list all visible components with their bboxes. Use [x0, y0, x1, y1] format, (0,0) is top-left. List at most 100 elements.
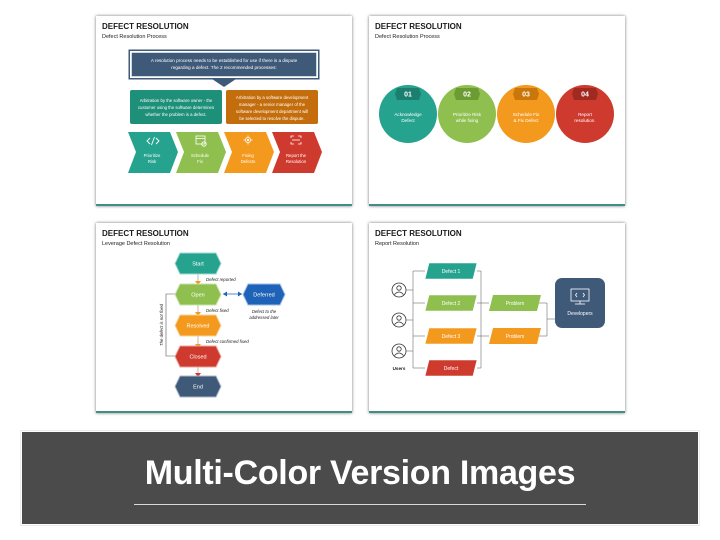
- node-label: Resolved: [187, 324, 210, 330]
- chevron-schedule-fix: [176, 132, 226, 173]
- slide-footer-bar: [96, 204, 352, 206]
- step-number-tab-2: [454, 88, 480, 100]
- users-label: Users: [393, 366, 406, 371]
- node-label: End: [193, 385, 203, 391]
- manager-line-4: be selected to resolve the dispute.: [239, 116, 304, 121]
- owner-line-1: Arbitration by the software owner - the: [140, 98, 213, 103]
- defect-1-box: [424, 262, 478, 280]
- slide-title: DEFECT RESOLUTION: [102, 22, 189, 31]
- node-label: Start: [192, 262, 204, 268]
- owner-line-3: whether the problem is a defect.: [145, 112, 206, 117]
- step-label: Defects: [241, 159, 256, 164]
- node-resolved: [174, 314, 222, 337]
- user-icon: [391, 343, 407, 359]
- step-number-tab-3: [513, 88, 539, 100]
- annotation: Defect confirmed fixed: [206, 339, 249, 344]
- slide-title: DEFECT RESOLUTION: [375, 22, 462, 31]
- slide-footer-bar: [369, 204, 625, 206]
- node-closed: [174, 345, 222, 368]
- slide-subtitle: Defect Resolution Process: [102, 34, 167, 40]
- defect-4-box: [424, 359, 478, 377]
- monitor-code-icon: [570, 288, 590, 305]
- step-label: Resolution: [286, 159, 307, 164]
- intro-callout-box: [130, 51, 318, 78]
- step-number: 04: [581, 92, 589, 99]
- slide-thumbnail-4[interactable]: DEFECT RESOLUTION Report Resolution User…: [369, 223, 625, 413]
- code-icon: [146, 136, 160, 146]
- slide-subtitle: Leverage Defect Resolution: [102, 241, 170, 247]
- annotation: Defect reported: [206, 277, 236, 282]
- step-number: 02: [463, 92, 471, 99]
- problem-label: Problem: [506, 301, 525, 307]
- version-banner: Multi-Color Version Images: [22, 432, 698, 524]
- callout-line-1: A resolution process needs to be establi…: [151, 58, 298, 63]
- callout-arrow: [212, 79, 236, 87]
- flow-arrow: [195, 373, 201, 377]
- step-label: Risk: [148, 159, 157, 164]
- step-text: Report: [578, 112, 593, 117]
- node-label: Deferred: [253, 293, 274, 299]
- step-number: 03: [522, 92, 530, 99]
- chevron-fixing-defects: [224, 132, 274, 173]
- problem-box-2: [489, 328, 541, 344]
- problem-box-1: [489, 295, 541, 311]
- defect-label: Defect 2: [442, 301, 461, 307]
- step-label: Fixing: [242, 153, 254, 158]
- step-text: resolution.: [574, 118, 595, 123]
- step-circle-3: [497, 85, 555, 143]
- node-label: Closed: [189, 355, 206, 361]
- deferred-note: Defect to the: [252, 309, 277, 314]
- flow-arrow: [195, 312, 201, 316]
- reopen-loop: [165, 293, 176, 357]
- slide-footer-bar: [96, 411, 352, 413]
- flow-arrow: [195, 281, 201, 285]
- slide-footer-bar: [369, 411, 625, 413]
- step-label: Fix: [197, 159, 204, 164]
- problem-label: Problem: [506, 334, 525, 340]
- defect-label: Defect: [444, 366, 459, 372]
- slide-thumbnail-1[interactable]: DEFECT RESOLUTION Defect Resolution Proc…: [96, 16, 352, 206]
- step-number-tab-4: [572, 88, 598, 100]
- chevron-report-resolution: [272, 132, 322, 173]
- state-flow-diagram: Start Open Resolved Closed End Deferred …: [159, 252, 286, 398]
- developers-label: Developers: [567, 311, 593, 317]
- step-text: Schedule Fix: [513, 112, 540, 117]
- step-circle-4: [556, 85, 614, 143]
- step-text: & Fix Defect: [513, 118, 539, 123]
- side-note: The defect is not fixed: [159, 303, 164, 346]
- step-circle-1: [379, 85, 437, 143]
- defect-3-box: [424, 327, 478, 345]
- node-label: Open: [191, 293, 204, 299]
- calendar-icon: [195, 135, 207, 147]
- slide-subtitle: Report Resolution: [375, 241, 420, 247]
- step-text: Defect: [401, 118, 415, 123]
- node-end: [174, 375, 222, 398]
- step-label: Prioritize: [144, 153, 161, 158]
- manager-line-3: software development department will: [236, 109, 308, 114]
- step-text: while fixing: [456, 118, 479, 123]
- slide-thumbnail-3[interactable]: DEFECT RESOLUTION Leverage Defect Resolu…: [96, 223, 352, 413]
- steps-diagram: 01 02 03 04 Acknowledge Defect Prioritiz…: [379, 85, 614, 143]
- step-number: 01: [404, 92, 412, 99]
- manager-line-2: manager - a senior manager of the: [239, 102, 306, 107]
- report-resolution-diagram: Users Defect 1 Defect 2 Defect 3 Defect …: [391, 262, 605, 377]
- gear-icon: [243, 135, 253, 145]
- defect-label: Defect 3: [442, 334, 461, 340]
- scan-icon: [290, 135, 302, 145]
- defect-label: Defect 1: [442, 269, 461, 275]
- manager-arbitration-box: [226, 90, 318, 124]
- process-diagram: A resolution process needs to be establi…: [128, 49, 322, 173]
- owner-arbitration-box: [130, 90, 222, 124]
- annotation: Defect fixed: [206, 308, 229, 313]
- step-text: Acknowledge: [394, 112, 422, 117]
- connector-lines: [406, 270, 555, 369]
- user-icon: [391, 282, 407, 298]
- slide-title: DEFECT RESOLUTION: [375, 229, 462, 238]
- node-start: [174, 252, 222, 275]
- slide-subtitle: Defect Resolution Process: [375, 34, 440, 40]
- slide-thumbnail-2[interactable]: DEFECT RESOLUTION Defect Resolution Proc…: [369, 16, 625, 206]
- deferred-note: addressed later: [249, 315, 279, 320]
- user-icon: [391, 312, 407, 328]
- slide-title: DEFECT RESOLUTION: [102, 229, 189, 238]
- manager-line-1: Arbitration by a software development: [236, 95, 309, 100]
